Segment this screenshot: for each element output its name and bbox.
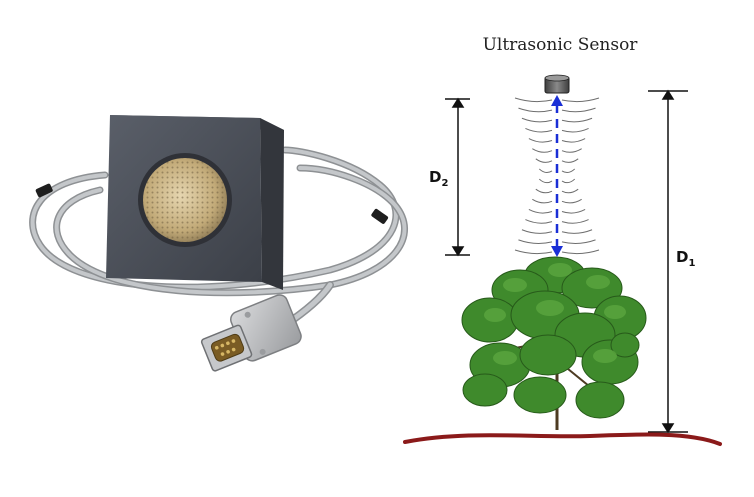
sound-wave-arc bbox=[561, 239, 596, 244]
plant-icon bbox=[461, 256, 647, 430]
sound-wave-arc bbox=[561, 138, 586, 143]
sound-wave-arc bbox=[561, 188, 579, 194]
sound-wave-arc bbox=[518, 239, 553, 244]
sound-wave-arc bbox=[525, 127, 553, 133]
sound-wave-arc bbox=[561, 127, 589, 133]
cable-tie-left bbox=[35, 183, 53, 198]
sound-wave-arc bbox=[521, 117, 553, 123]
ground-line bbox=[403, 432, 722, 446]
d2-dimension-line bbox=[445, 97, 470, 257]
measurement-diagram: Ultrasonic Sensor D2 bbox=[403, 35, 722, 446]
sound-wave-arc bbox=[561, 198, 582, 204]
sound-wave-arc bbox=[528, 138, 553, 143]
d1-label: D1 bbox=[676, 248, 695, 269]
sound-wave-arc bbox=[561, 209, 586, 214]
sound-wave-beam bbox=[514, 97, 600, 255]
beam-arrow bbox=[551, 95, 563, 257]
sound-wave-arc bbox=[561, 107, 596, 113]
sound-wave-arc bbox=[561, 249, 600, 255]
sensor-box bbox=[106, 115, 284, 290]
diagram-title: Ultrasonic Sensor bbox=[483, 35, 639, 55]
sound-wave-arc bbox=[538, 168, 553, 174]
sound-wave-arc bbox=[518, 107, 553, 113]
d1-dimension-line bbox=[648, 89, 688, 434]
sound-wave-arc bbox=[561, 178, 576, 184]
sensor-photo bbox=[29, 115, 408, 372]
sound-wave-arc bbox=[561, 219, 589, 224]
sound-wave-arc bbox=[525, 219, 553, 224]
sound-wave-arc bbox=[561, 168, 576, 174]
sensor-cap-icon bbox=[544, 74, 570, 94]
sound-wave-arc bbox=[561, 148, 582, 153]
d2-label: D2 bbox=[429, 168, 448, 189]
sound-wave-arc bbox=[521, 229, 553, 234]
sound-wave-arc bbox=[561, 97, 600, 103]
sound-wave-arc bbox=[528, 209, 553, 214]
sound-wave-arc bbox=[535, 158, 553, 163]
sound-wave-arc bbox=[538, 178, 553, 184]
sound-wave-arc bbox=[561, 117, 593, 123]
cable-tie-right bbox=[371, 208, 389, 224]
sound-wave-arc bbox=[561, 158, 579, 163]
sound-wave-arc bbox=[532, 198, 553, 204]
db9-connector bbox=[200, 294, 302, 372]
sound-wave-arc bbox=[535, 188, 553, 194]
sound-wave-arc bbox=[532, 148, 553, 153]
sound-wave-arc bbox=[514, 97, 553, 103]
sound-wave-arc bbox=[514, 249, 553, 255]
cable bbox=[29, 146, 408, 329]
sound-wave-arc bbox=[561, 229, 593, 234]
